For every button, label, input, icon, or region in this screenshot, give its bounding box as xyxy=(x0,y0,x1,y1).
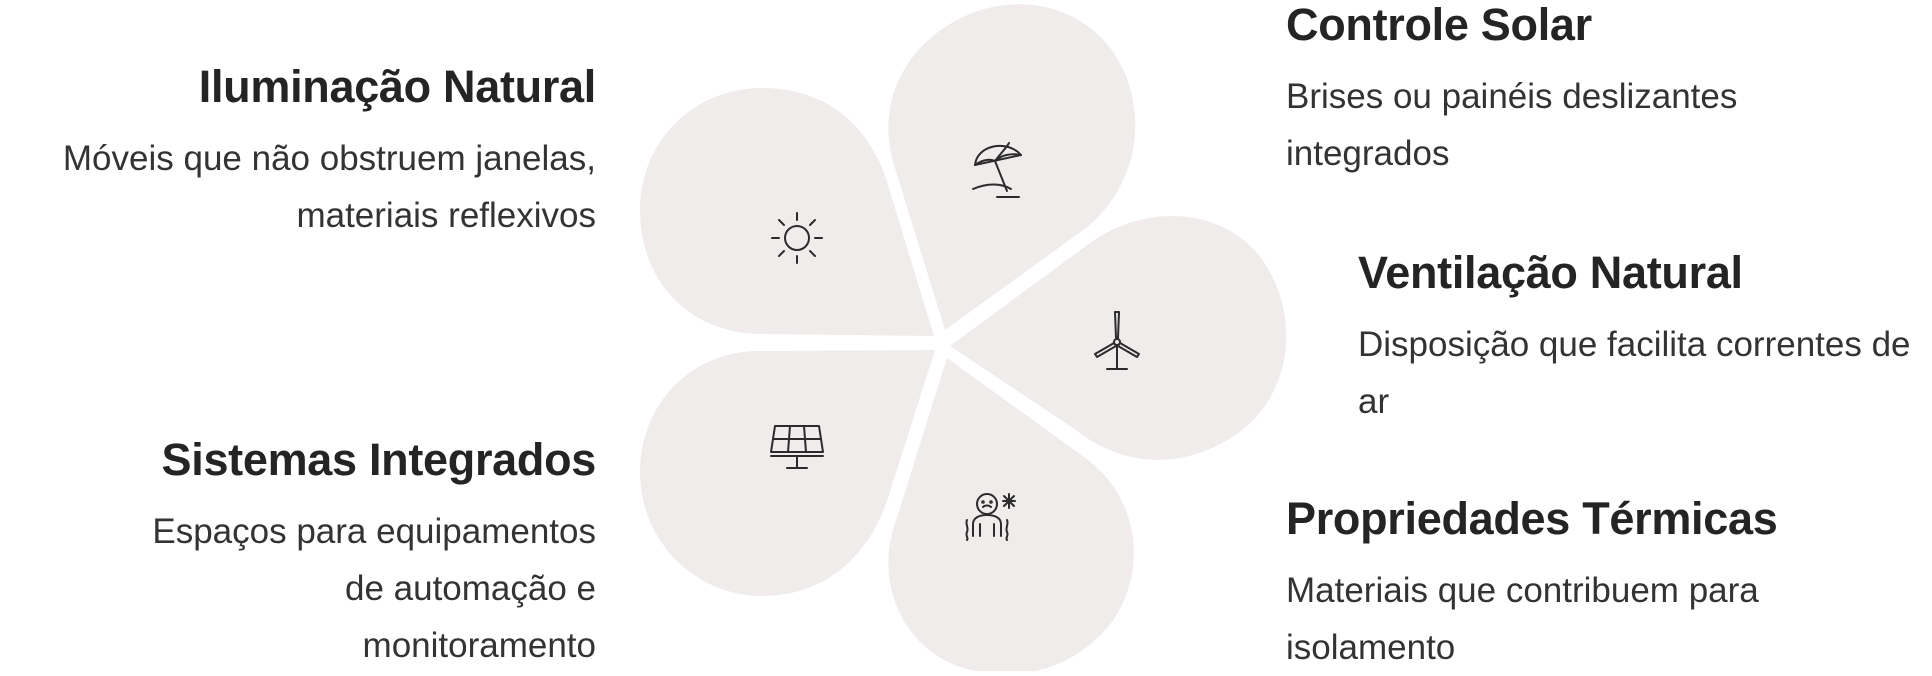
label-sistemas: Sistemas Integrados Espaços para equipam… xyxy=(36,435,596,674)
description-sistemas: Espaços para equipamentos de automação e… xyxy=(152,511,596,665)
title-sistemas: Sistemas Integrados xyxy=(161,434,597,485)
petal-sistemas xyxy=(640,350,935,596)
cold-person-icon xyxy=(965,493,1016,541)
label-termicas: Propriedades Térmicas Materiais que cont… xyxy=(1286,494,1886,676)
label-iluminacao: Iluminação Natural Móveis que não obstru… xyxy=(0,62,596,244)
sun-icon xyxy=(771,212,823,264)
solar-panel-icon xyxy=(770,425,824,469)
petal-shape xyxy=(888,4,1136,330)
label-controle: Controle Solar Brises ou painéis desliza… xyxy=(1286,0,1846,182)
title-termicas: Propriedades Térmicas xyxy=(1286,493,1778,544)
petal-termicas xyxy=(888,358,1134,671)
description-termicas: Materiais que contribuem para isolamento xyxy=(1286,570,1759,667)
petal-ventilacao xyxy=(950,216,1287,460)
label-ventilacao: Ventilação Natural Disposição que facili… xyxy=(1358,248,1928,430)
title-ventilacao: Ventilação Natural xyxy=(1358,247,1743,298)
description-ventilacao: Disposição que facilita correntes de ar xyxy=(1358,324,1911,421)
petal-shape xyxy=(888,358,1134,671)
wind-turbine-icon xyxy=(1094,311,1140,370)
description-iluminacao: Móveis que não obstruem janelas, materia… xyxy=(62,138,596,235)
petal-controle xyxy=(888,4,1136,330)
petal-shape xyxy=(640,350,935,596)
petal-shape xyxy=(640,88,934,336)
beach-umbrella-icon xyxy=(972,142,1022,198)
title-iluminacao: Iluminação Natural xyxy=(198,61,597,112)
title-controle: Controle Solar xyxy=(1286,0,1592,50)
petal-iluminacao xyxy=(640,88,934,336)
description-controle: Brises ou painéis deslizantes integrados xyxy=(1286,76,1738,173)
